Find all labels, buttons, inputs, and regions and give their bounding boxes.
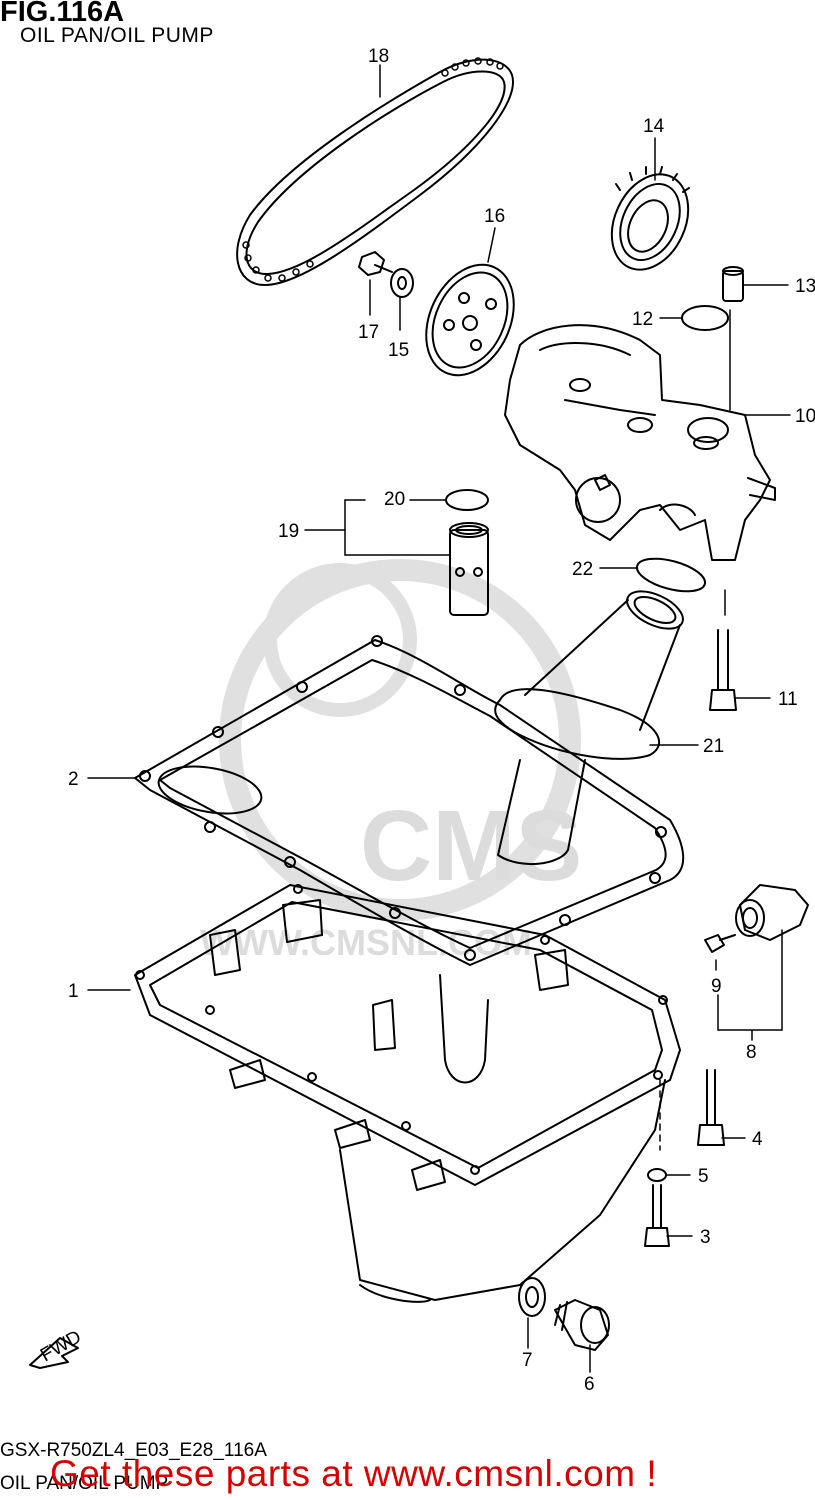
pump-sprocket bbox=[425, 263, 515, 377]
bolt-3 bbox=[644, 1184, 670, 1247]
callout-19: 19 bbox=[278, 521, 299, 542]
oil-pan-gasket bbox=[134, 635, 685, 966]
washer-15 bbox=[390, 268, 414, 298]
o-ring-12 bbox=[681, 305, 729, 331]
callout-21: 21 bbox=[703, 736, 724, 757]
cam-chain bbox=[236, 57, 515, 286]
section-name: OIL PAN/OIL PUMP bbox=[0, 1473, 169, 1494]
callout-12: 12 bbox=[632, 309, 653, 330]
oil-pan bbox=[134, 884, 681, 1303]
o-ring-22 bbox=[635, 557, 707, 593]
callout-9: 9 bbox=[711, 976, 722, 997]
figure-title: FIG.116A bbox=[0, 0, 125, 28]
callout-labels: 1 2 3 4 5 6 7 8 9 10 11 12 13 14 15 16 1… bbox=[68, 46, 815, 1395]
callout-6: 6 bbox=[584, 1374, 595, 1395]
bolt-17 bbox=[358, 251, 393, 276]
pipe-19 bbox=[449, 522, 489, 616]
oil-pump-assembly bbox=[504, 324, 776, 561]
leader-lines bbox=[87, 64, 791, 1373]
callout-13: 13 bbox=[795, 276, 815, 297]
oil-pressure-switch bbox=[735, 884, 809, 941]
callout-20: 20 bbox=[384, 489, 405, 510]
callout-16: 16 bbox=[484, 206, 505, 227]
model-code: GSX-R750ZL4_E03_E28_116A bbox=[0, 1440, 267, 1461]
bolt-11 bbox=[709, 629, 737, 711]
fwd-arrow-icon bbox=[29, 1337, 79, 1369]
callout-8: 8 bbox=[746, 1042, 757, 1063]
drain-plug bbox=[554, 1299, 610, 1351]
dowel-pin-13 bbox=[722, 266, 744, 302]
bolt-9 bbox=[704, 934, 736, 953]
drive-sprocket bbox=[610, 166, 690, 271]
oil-strainer bbox=[494, 590, 684, 866]
callout-11: 11 bbox=[778, 689, 798, 710]
callout-17: 17 bbox=[358, 322, 379, 343]
callout-15: 15 bbox=[388, 340, 409, 361]
callout-5: 5 bbox=[698, 1166, 709, 1187]
figure-subtitle: OIL PAN/OIL PUMP bbox=[20, 24, 214, 47]
promo-link[interactable]: Get these parts at www.cmsnl.com ! bbox=[50, 1453, 658, 1494]
callout-14: 14 bbox=[643, 116, 665, 137]
callout-22: 22 bbox=[572, 559, 593, 580]
washer-5 bbox=[647, 1168, 667, 1182]
watermark-url: WWW.CMSNL.COM bbox=[200, 922, 532, 963]
watermark-brand: CMS bbox=[360, 790, 582, 902]
callout-2: 2 bbox=[68, 769, 79, 790]
callout-7: 7 bbox=[522, 1350, 533, 1371]
bolt-4 bbox=[697, 1069, 725, 1146]
callout-1: 1 bbox=[68, 981, 79, 1002]
callout-3: 3 bbox=[700, 1227, 711, 1248]
callout-4: 4 bbox=[752, 1129, 763, 1150]
callout-18: 18 bbox=[368, 46, 389, 67]
drain-plug-gasket bbox=[518, 1277, 546, 1317]
callout-10: 10 bbox=[795, 406, 815, 427]
o-ring-20 bbox=[445, 489, 489, 511]
